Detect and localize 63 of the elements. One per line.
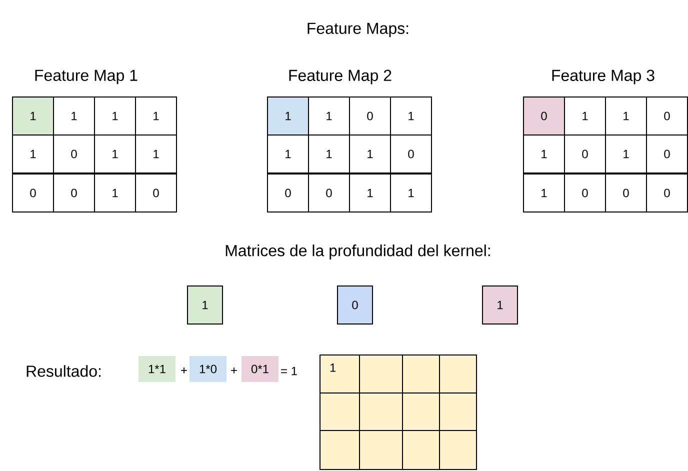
kernel-box: 1: [482, 286, 518, 324]
kernel-box: 1: [187, 286, 223, 324]
grid-cell: 0: [135, 174, 177, 212]
grid-cell: 1: [564, 96, 606, 136]
grid-cell: 1: [390, 174, 432, 212]
grid-cell: 1: [605, 96, 647, 136]
grid-cell: 1: [523, 174, 565, 212]
grid-cell: 0: [605, 174, 647, 212]
result-cell: [359, 430, 403, 470]
grid-cell: 1: [94, 96, 136, 136]
grid-cell: 1: [12, 134, 54, 174]
grid-cell: 0: [267, 174, 309, 212]
result-cell: [402, 430, 440, 470]
grid-cell: 0: [523, 96, 565, 136]
result-cell: [359, 354, 403, 394]
formula-highlight: 1*0: [190, 356, 226, 382]
grid-cell: 0: [349, 96, 391, 136]
grid-cell: 1: [135, 96, 177, 136]
result-cell: [439, 430, 477, 470]
formula-highlight: 0*1: [242, 356, 278, 382]
grid-cell: 0: [12, 174, 54, 212]
result-cell: [402, 354, 440, 394]
formula-highlight: 1*1: [138, 356, 176, 382]
result-cell: [402, 392, 440, 432]
grid-cell: 1: [135, 134, 177, 174]
result-cell: [439, 354, 477, 394]
grid-cell: 1: [267, 134, 309, 174]
grid-cell: 1: [605, 134, 647, 174]
grid-cell: 1: [308, 134, 350, 174]
grid-cell: 1: [94, 174, 136, 212]
kernel-box: 0: [337, 286, 373, 324]
heading: Feature Map 1: [35, 70, 138, 84]
grid-cell: 0: [390, 134, 432, 174]
grid-cell: 1: [53, 96, 95, 136]
grid-cell: 1: [94, 134, 136, 174]
grid-cell: 0: [564, 174, 606, 212]
grid-cell: 1: [390, 96, 432, 136]
heading: Feature Map 3: [552, 70, 654, 84]
grid-cell: 1: [523, 134, 565, 174]
result-cell: [320, 430, 360, 470]
grid-cell: 0: [53, 134, 95, 174]
result-cell: [320, 392, 360, 432]
grid-cell: 1: [349, 134, 391, 174]
result-cell: [359, 392, 403, 432]
plus-sign: +: [231, 368, 237, 374]
plus-sign: +: [181, 368, 187, 374]
result-cell: [439, 392, 477, 432]
grid-cell: 0: [564, 134, 606, 174]
equals-text: = 1: [281, 366, 297, 376]
grid-cell: 0: [308, 174, 350, 212]
result-label: Resultado:: [26, 365, 101, 377]
heading: Feature Map 2: [289, 70, 392, 84]
grid-cell: 0: [646, 134, 688, 174]
grid-cell: 1: [12, 96, 54, 136]
heading: Matrices de la profundidad del kernel:: [226, 244, 490, 260]
result-cell: 1: [320, 354, 360, 394]
grid-cell: 0: [53, 174, 95, 212]
grid-cell: 1: [267, 96, 309, 136]
grid-cell: 0: [646, 96, 688, 136]
title: Feature Maps:: [308, 22, 408, 38]
grid-cell: 0: [646, 174, 688, 212]
grid-cell: 1: [308, 96, 350, 136]
grid-cell: 1: [349, 174, 391, 212]
